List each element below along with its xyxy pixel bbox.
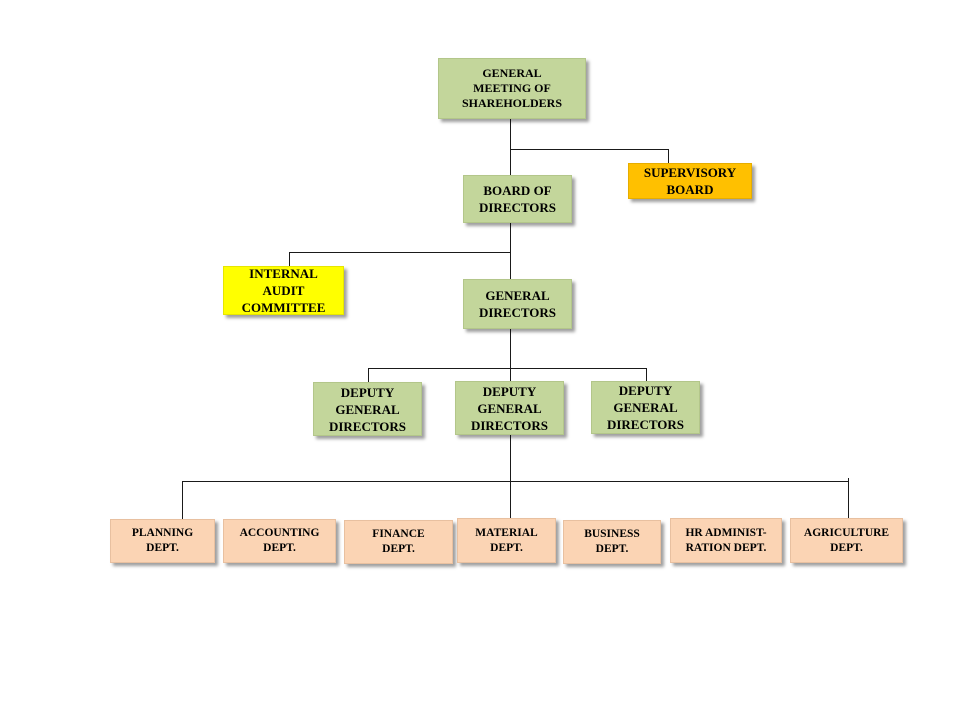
connector-line: [182, 481, 183, 519]
connector-line: [510, 329, 511, 381]
planning-dept-box: PLANNING DEPT.: [110, 519, 215, 563]
connector-line: [368, 368, 647, 369]
connector-line: [510, 149, 669, 150]
finance-dept-box: FINANCE DEPT.: [344, 520, 453, 564]
shareholders-box: GENERAL MEETING OF SHAREHOLDERS: [438, 58, 586, 119]
connector-line: [510, 119, 511, 175]
connector-line: [510, 223, 511, 279]
connector-line: [368, 368, 369, 382]
connector-line: [289, 252, 290, 266]
general-directors-box: GENERAL DIRECTORS: [463, 279, 572, 329]
agriculture-dept-box: AGRICULTURE DEPT.: [790, 518, 903, 563]
material-dept-box: MATERIAL DEPT.: [457, 518, 556, 563]
connector-line: [182, 481, 849, 482]
internal-audit-committee-box: INTERNAL AUDIT COMMITTEE: [223, 266, 344, 315]
accounting-dept-box: ACCOUNTING DEPT.: [223, 519, 336, 563]
business-dept-box: BUSINESS DEPT.: [563, 520, 661, 564]
connector-line: [646, 368, 647, 381]
supervisory-board-box: SUPERVISORY BOARD: [628, 163, 752, 199]
deputy-general-directors-box: DEPUTY GENERAL DIRECTORS: [455, 381, 564, 435]
deputy-general-directors-box: DEPUTY GENERAL DIRECTORS: [591, 381, 700, 434]
connector-line: [289, 252, 511, 253]
board-of-directors-box: BOARD OF DIRECTORS: [463, 175, 572, 223]
connector-line: [510, 435, 511, 518]
connector-line: [848, 478, 849, 518]
connector-line: [668, 149, 669, 163]
hr-administration-dept-box: HR ADMINIST- RATION DEPT.: [670, 518, 782, 563]
deputy-general-directors-box: DEPUTY GENERAL DIRECTORS: [313, 382, 422, 436]
